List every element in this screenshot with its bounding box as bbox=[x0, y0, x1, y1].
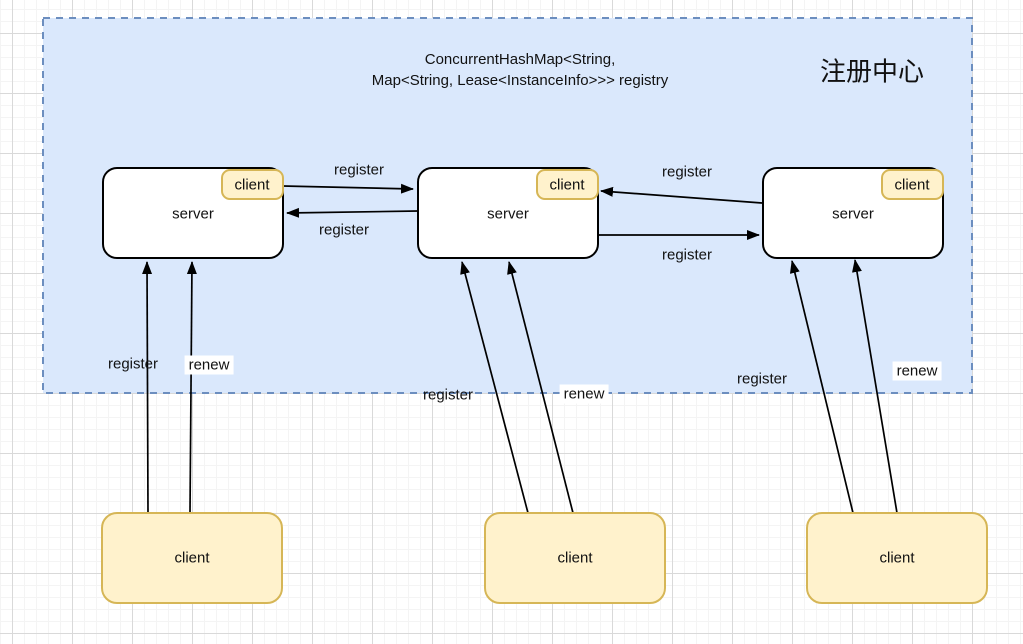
registry-annotation: ConcurrentHashMap<String, Map<String, Le… bbox=[372, 49, 668, 91]
server3-badge-label: client bbox=[894, 176, 930, 194]
server3-label: server bbox=[832, 205, 874, 223]
edge-client3-register bbox=[789, 260, 854, 514]
server1-badge-label: client bbox=[234, 176, 270, 194]
client2-box bbox=[484, 512, 666, 604]
edge-server1-to-server2-register bbox=[282, 183, 414, 194]
client2-label: client bbox=[557, 549, 593, 567]
server2-label: server bbox=[487, 205, 529, 223]
edge-server2-to-server1-register bbox=[286, 207, 419, 218]
edge-client2-register bbox=[460, 261, 529, 514]
client3-label: client bbox=[879, 549, 915, 567]
server3-client-badge bbox=[881, 169, 944, 200]
edge-label-s1-to-s2: register bbox=[333, 161, 385, 179]
edge-label-client2-register: register bbox=[422, 386, 474, 404]
server2-badge-label: client bbox=[549, 176, 585, 194]
client3-box bbox=[806, 512, 988, 604]
server1-client-badge bbox=[221, 169, 284, 200]
edge-client1-renew bbox=[186, 261, 197, 514]
edge-label-client3-renew: renew bbox=[892, 361, 942, 381]
edge-label-s2-to-s3: register bbox=[661, 246, 713, 264]
registry-title: 注册中心 bbox=[819, 56, 925, 87]
client1-box bbox=[101, 512, 283, 604]
server1-label: server bbox=[172, 205, 214, 223]
registry-annotation-line1: ConcurrentHashMap<String, bbox=[424, 51, 616, 68]
registry-annotation-line2: Map<String, Lease<InstanceInfo>>> regist… bbox=[371, 72, 669, 89]
edge-label-client1-renew: renew bbox=[184, 355, 234, 375]
client1-label: client bbox=[174, 549, 210, 567]
server2-client-badge bbox=[536, 169, 599, 200]
edge-label-s3-to-s2: register bbox=[661, 163, 713, 181]
edge-client1-register bbox=[142, 261, 153, 514]
edge-client3-renew bbox=[852, 259, 898, 514]
edge-label-client1-register: register bbox=[107, 355, 159, 373]
edge-server3-to-server2-register bbox=[600, 186, 763, 204]
edge-client2-renew bbox=[507, 261, 574, 514]
edge-label-client3-register: register bbox=[736, 370, 788, 388]
edge-label-s2-to-s1: register bbox=[318, 221, 370, 239]
edge-label-client2-renew: renew bbox=[559, 384, 609, 404]
